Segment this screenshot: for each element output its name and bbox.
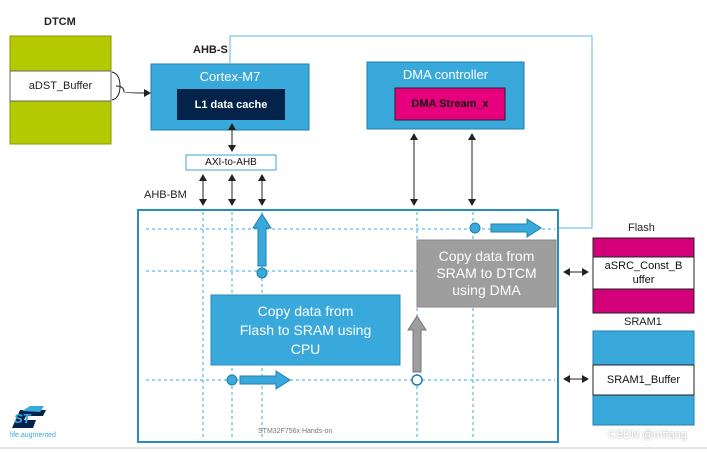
thick-arrow-cortex-up [252, 213, 272, 267]
callout-dma-line1: Copy data from [438, 248, 535, 264]
svg-text:ST: ST [14, 411, 32, 426]
l1-cache-box [177, 89, 285, 120]
callout-dma-line2: SRAM to DTCM [436, 265, 537, 281]
node-dma-top [469, 222, 481, 234]
callout-cpu-text: Copy data from Flash to SRAM using CPU [211, 295, 400, 365]
flash-buffer-line1: aSRC_Const_B [604, 260, 683, 272]
footer-text: STM32F756x Hands-on [258, 428, 333, 435]
ahb-s-line [229, 35, 593, 229]
dma-stream-label: DMA Stream_x [411, 98, 489, 110]
dtcm-brace [111, 71, 121, 101]
thick-arrow-dma-right [490, 218, 542, 238]
dtcm-buffer-box [9, 70, 112, 102]
flash-title: Flash [628, 222, 655, 234]
dtcm-cortex-link [115, 85, 151, 97]
flash-buffer-line2: uffer [632, 274, 655, 286]
flash-buffer-label: aSRC_Const_B uffer [593, 257, 694, 289]
cortex-title: Cortex-M7 [199, 68, 261, 84]
node-dma-bottom [411, 374, 423, 386]
dtcm-title: DTCM [44, 16, 76, 28]
callout-dma-box [416, 239, 557, 308]
axi-to-ahb-label: AXI-to-AHB [205, 157, 257, 168]
sram1-buffer-box [592, 364, 695, 396]
callout-dma-line3: using DMA [452, 282, 521, 298]
callout-cpu-box [210, 294, 401, 366]
flash-buffer-box [592, 256, 695, 290]
thick-arrow-sram-right [239, 370, 291, 390]
node-sram-left [226, 374, 238, 386]
axi-to-ahb-box [185, 154, 277, 171]
dma-stream-box [394, 87, 506, 121]
l1-cache-label: L1 data cache [194, 98, 268, 111]
node-cortex [256, 267, 268, 279]
watermark: CSDN @mftang [608, 429, 688, 441]
callout-cpu-line2: Flash to SRAM using [239, 321, 372, 338]
logo-tagline: life.augmented [10, 432, 56, 439]
dma-title: DMA controller [402, 66, 489, 82]
ahb-bm-label: AHB-BM [144, 189, 187, 201]
st-logo-icon: ST [12, 406, 46, 428]
thick-arrow-dma-up [407, 315, 427, 373]
callout-dma-text: Copy data from SRAM to DTCM using DMA [417, 240, 556, 307]
ahb-s-label: AHB-S [193, 44, 228, 56]
sram1-buffer-label: SRAM1_Buffer [606, 374, 681, 386]
callout-cpu-line1: Copy data from [257, 302, 354, 319]
sram1-title: SRAM1 [624, 316, 662, 328]
callout-cpu-line3: CPU [290, 340, 321, 357]
dtcm-buffer-label: aDST_Buffer [28, 80, 93, 92]
